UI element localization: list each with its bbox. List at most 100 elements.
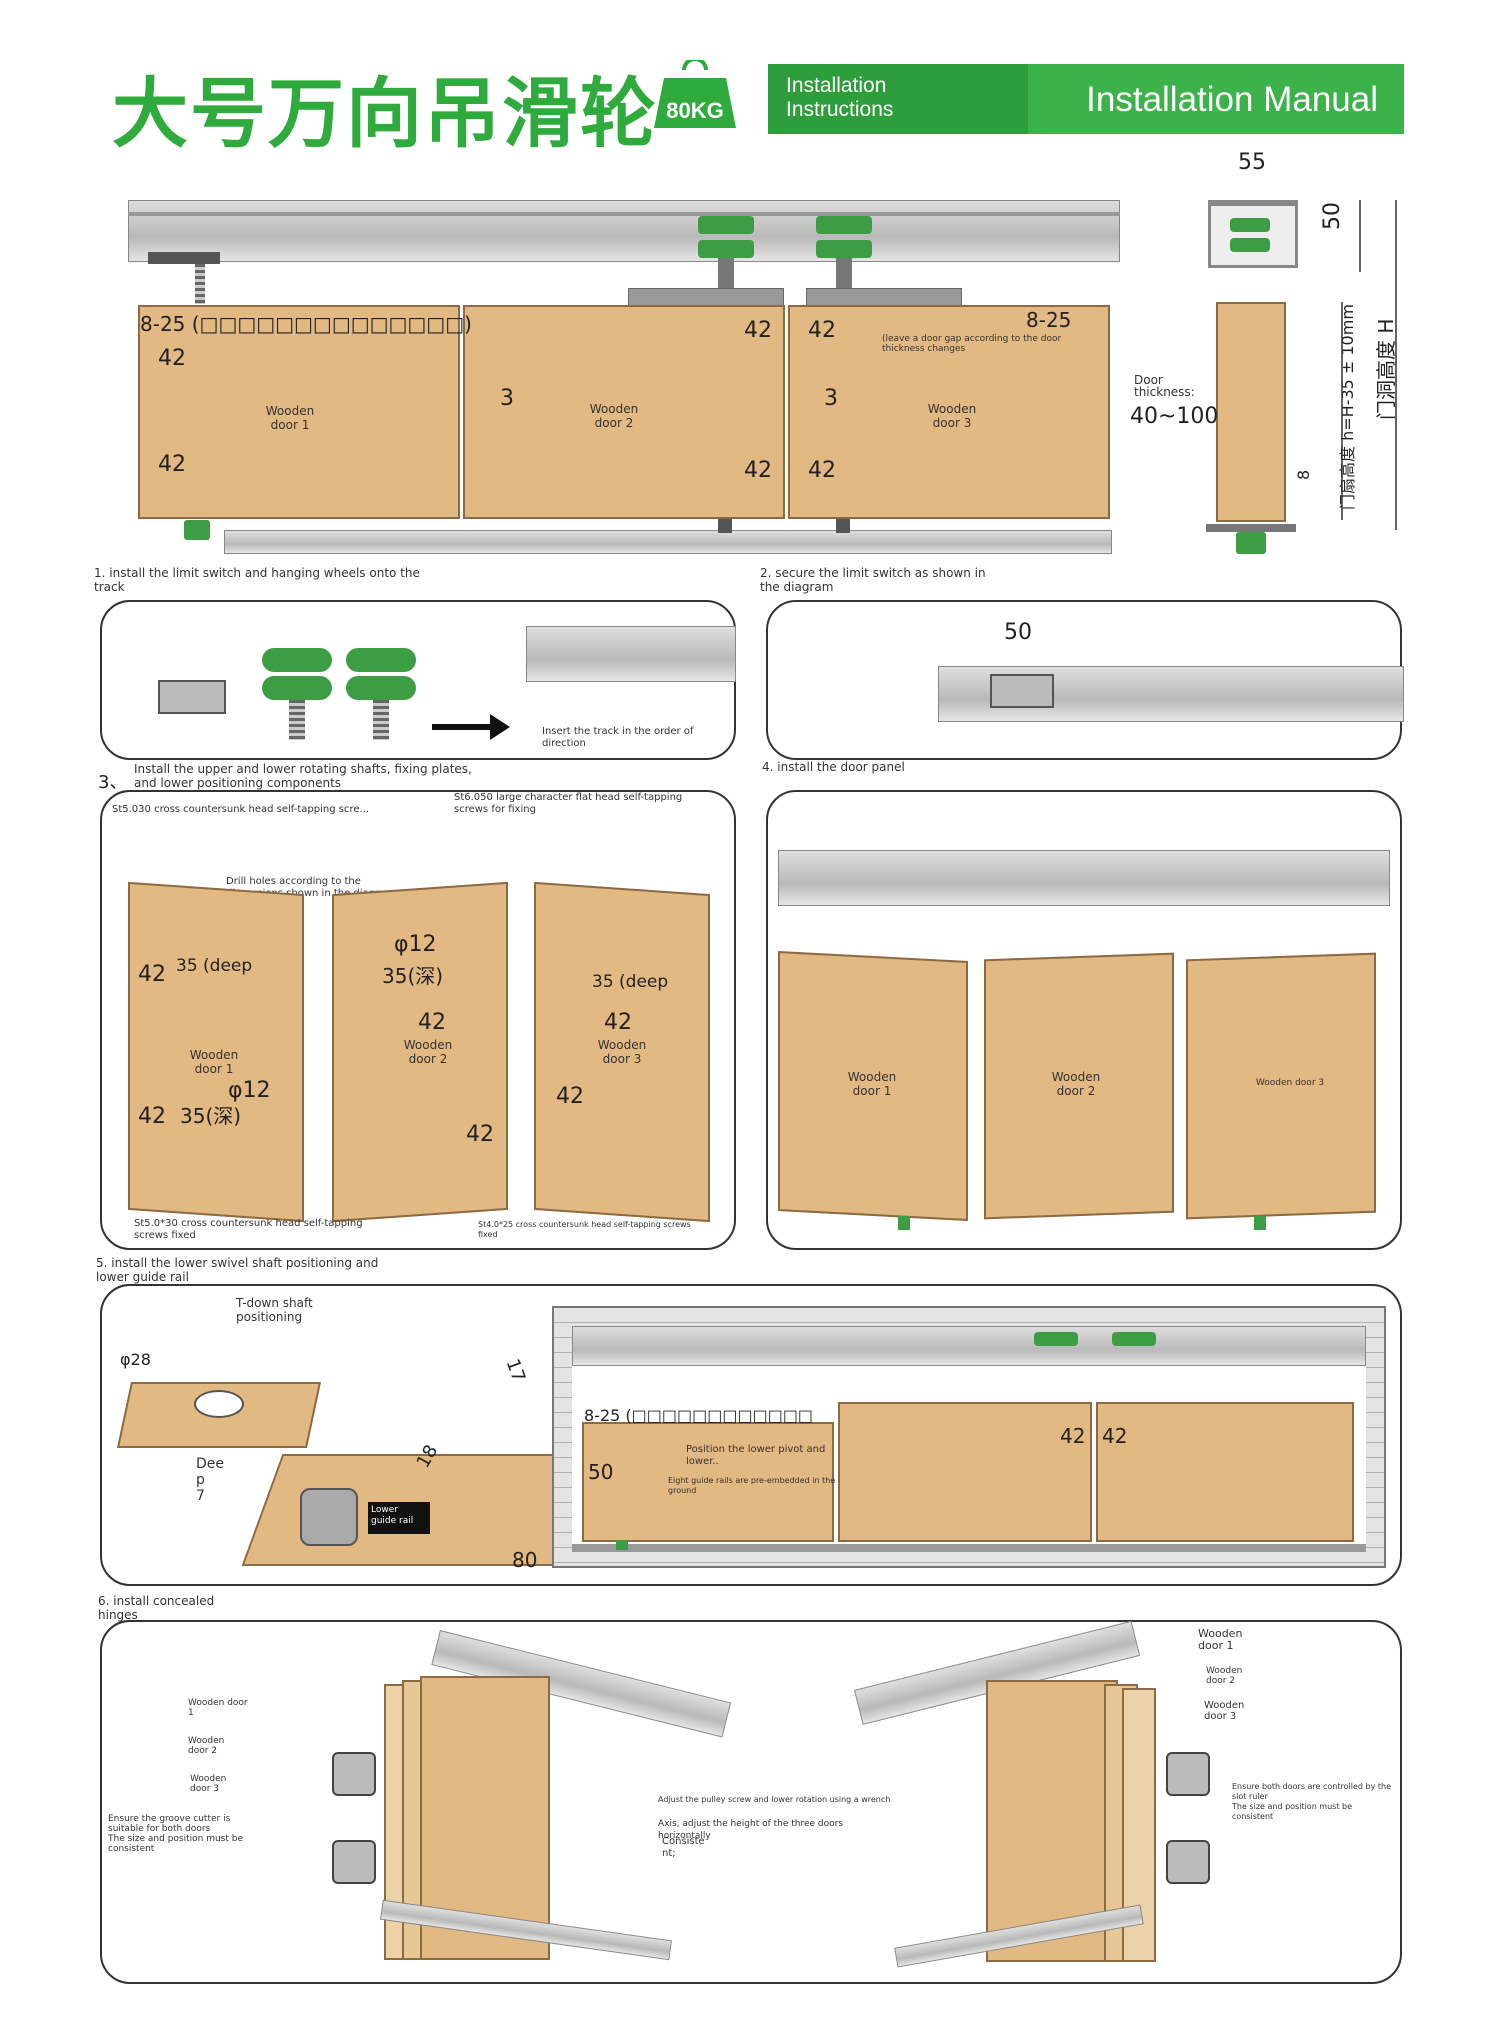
step6-left-label-1: Wooden door 1 (188, 1698, 248, 1718)
step5-position-note: Position the lower pivot and lower.. (686, 1444, 826, 1467)
step6-left-label-3: Wooden door 3 (190, 1774, 227, 1794)
step5-d28: φ28 (120, 1350, 151, 1369)
step5-title: 5. install the lower swivel shaft positi… (96, 1256, 379, 1284)
bottom-pin-3 (836, 519, 850, 533)
wheel-1b (698, 240, 754, 258)
step5-dim-50: 50 (588, 1460, 614, 1484)
gap-left-label: 8-25 (□□□□□□□□□□□□□□) (140, 312, 472, 336)
dim-42-c: 42 (744, 318, 772, 343)
header-right-label: Installation Manual (1086, 80, 1378, 119)
step1-panel: Insert the track in the order of directi… (100, 600, 736, 760)
side-dimension-lines (1341, 200, 1397, 530)
step5-dim-17: 17 (501, 1356, 530, 1385)
step5-dim-42-b: 42 (1102, 1424, 1128, 1448)
step6-hinge-b (332, 1840, 376, 1884)
step6-left-label-2: Wooden door 2 (188, 1736, 225, 1756)
side-wheel-a (1230, 218, 1270, 232)
top-track (128, 200, 1120, 262)
step5-pivot-plate (300, 1488, 358, 1546)
step2-dim: 50 (1004, 620, 1032, 645)
side-floor-plate (1206, 524, 1296, 532)
step3-screw-a: St5.030 cross countersunk head self-tapp… (112, 804, 370, 815)
step5-dim-42-a: 42 (1060, 1424, 1086, 1448)
step3-dim-42-d: 42 (604, 1010, 632, 1035)
door-thickness-label: Door thickness: (1134, 373, 1195, 399)
step3-dim-d12: φ12 (394, 932, 437, 957)
step4-panel: Wooden door 1 Wooden door 2 Wooden door … (766, 790, 1402, 1250)
header-left-label: Installation Instructions (786, 74, 894, 121)
step5-hole (194, 1390, 244, 1418)
wheel-2a (816, 216, 872, 234)
bottom-pivot-1 (184, 520, 210, 540)
step5-door-3 (1096, 1402, 1354, 1542)
step5-deep-label: Dee p 7 (196, 1456, 225, 1504)
limit-spring (195, 264, 205, 304)
step3-title: Install the upper and lower rotating sha… (134, 762, 472, 790)
side-width-dim: 55 (1238, 150, 1266, 175)
part-wheel-1a (262, 648, 332, 672)
step3-screw-b: St6.050 large character flat head self-t… (454, 792, 683, 815)
step3-dim-d12-b: φ12 (228, 1078, 271, 1103)
step6-right-label-3: Wooden door 3 (1204, 1700, 1245, 1722)
part-wheel-2a (346, 648, 416, 672)
title-chinese: 大号万向吊滑轮 (112, 69, 658, 158)
step6-right-label-2: Wooden door 2 (1206, 1666, 1243, 1686)
step6-adjust-note: Adjust the pulley screw and lower rotati… (658, 1795, 891, 1804)
step4-title: 4. install the door panel (762, 760, 905, 774)
step3-dim-deep-3: 35 (deep (592, 972, 669, 992)
step3-door-2-label: Wooden door 2 (403, 1038, 453, 1066)
step5-gap-label: 8-25 (□□□□□□□□□□□□ (584, 1406, 814, 1425)
step5-rail-label: Lower guide rail (368, 1502, 430, 1534)
overview-door-1 (138, 305, 460, 519)
bottom-guide-rail (224, 530, 1112, 554)
step5-floor-pivot (616, 1540, 628, 1550)
bottom-pin-2 (718, 519, 732, 533)
part-wheel-2b (346, 676, 416, 700)
weight-badge-icon: 80KG (652, 57, 738, 130)
gap-note: (leave a door gap according to the door … (882, 334, 1062, 354)
weight-badge-text: 80KG (666, 98, 723, 123)
side-bottom-pivot (1236, 532, 1266, 554)
wheel-2b (816, 240, 872, 258)
step3-dim-deep: 35 (deep (176, 956, 253, 976)
step1-note: Insert the track in the order of directi… (542, 726, 694, 749)
header-banner: Installation Instructions Installation M… (768, 64, 1404, 134)
step3-dim-42-e: 42 (556, 1084, 584, 1109)
step4-door-1-label: Wooden door 1 (847, 1070, 897, 1098)
track-line (128, 212, 1120, 216)
step4-pin-3 (1254, 1216, 1266, 1230)
step5-wheel-a (1034, 1332, 1078, 1346)
dim-3-b: 3 (824, 386, 838, 411)
dim-3-a: 3 (500, 386, 514, 411)
step3-panel: St5.030 cross countersunk head self-tapp… (100, 790, 736, 1250)
step3-dim-deep-cn: 35(深) (382, 964, 444, 988)
dim-42-e: 42 (744, 458, 772, 483)
step3-screw-c: St5.0*30 cross countersunk head self-tap… (134, 1218, 363, 1241)
step5-dim-80: 80 (512, 1548, 538, 1572)
step3-dim-42-c: 42 (418, 1010, 446, 1035)
step1-title: 1. install the limit switch and hanging … (94, 566, 420, 594)
step2-title: 2. secure the limit switch as shown in t… (760, 566, 986, 594)
step3-screw-d: St4.0*25 cross countersunk head self-tap… (478, 1220, 691, 1239)
part-wheel-1b (262, 676, 332, 700)
dim-42-b: 42 (158, 452, 186, 477)
step1-track (526, 626, 736, 682)
step5-door-2 (838, 1402, 1092, 1542)
limit-switch (148, 252, 220, 264)
overview-door-2-label: Wooden door 2 (589, 402, 639, 430)
step6-title: 6. install concealed hinges (98, 1594, 215, 1622)
step6-consist-note: Consiste nt; (662, 1836, 705, 1859)
step2-limit-switch (990, 674, 1054, 708)
door-thickness-value: 40~100 (1130, 404, 1219, 429)
part-bolt-1 (289, 700, 305, 740)
step6-axis-note: Axis, adjust the height of the three doo… (658, 1819, 844, 1841)
step6-hinge-d (1166, 1840, 1210, 1884)
step6-groove-note: Ensure the groove cutter is suitable for… (108, 1814, 244, 1854)
overview-door-2 (463, 305, 785, 519)
step2-panel: 50 (766, 600, 1404, 760)
arrow-right-icon (432, 714, 510, 740)
hanger-bolt-1 (718, 258, 734, 290)
step4-door-3-label: Wooden door 3 (1255, 1078, 1325, 1088)
step3-door-1-label: Wooden door 1 (189, 1048, 239, 1076)
step3-dim-deep-cn-b: 35(深) (180, 1104, 242, 1128)
